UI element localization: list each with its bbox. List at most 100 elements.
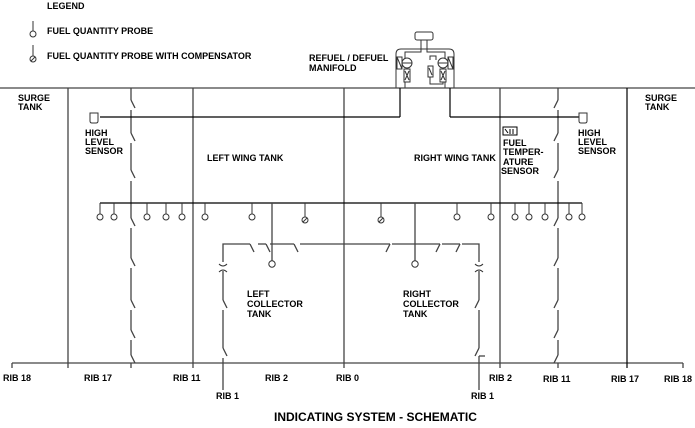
probe-icon (178, 213, 186, 221)
rib-label-right-1: RIB 1 (471, 391, 494, 401)
probe-icon (525, 213, 533, 221)
right-high-level-sensor-label-3: SENSOR (578, 146, 617, 156)
rib-break-mark (130, 132, 136, 142)
rib-break-mark (130, 354, 136, 364)
right-wing-tank-label: RIGHT WING TANK (414, 153, 496, 163)
rib-break-mark (553, 299, 559, 309)
probe-icon (201, 213, 209, 221)
rib-label-right-11: RIB 11 (543, 374, 571, 384)
left-high-level-sensor-icon (89, 112, 99, 124)
rib-break-mark (130, 257, 136, 267)
right-collector-label-1: RIGHT (403, 289, 432, 299)
rib-label-right-18: RIB 18 (664, 374, 692, 384)
break-mark (474, 347, 480, 357)
rib-label-left-18: RIB 18 (3, 373, 31, 383)
manifold-label-line2: MANIFOLD (309, 63, 357, 73)
rib-label-left-17: RIB 17 (84, 373, 112, 383)
rib-break-mark (553, 217, 559, 227)
probe-icon (487, 213, 495, 221)
legend-title: LEGEND (47, 1, 85, 11)
collector-tank-outline (218, 203, 485, 390)
fuel-temperature-sensor-icon (502, 126, 518, 136)
flapper-valve-icon (218, 269, 228, 273)
probe-icon (578, 213, 586, 221)
probe-icon (565, 213, 573, 221)
rib-break-mark (130, 299, 136, 309)
flapper-valve-icon (474, 269, 484, 273)
probe-icon (143, 213, 151, 221)
break-mark (249, 243, 255, 253)
break-mark (474, 299, 480, 309)
left-high-level-sensor-label-3: SENSOR (85, 146, 124, 156)
collector-top-right (462, 243, 480, 262)
left-wing-tank-label: LEFT WING TANK (207, 153, 284, 163)
break-mark (265, 243, 271, 253)
fuel-temp-sensor-label-1: FUEL (503, 138, 527, 148)
flapper-valve-icon (474, 263, 484, 267)
legend-probe-compensator-icon (29, 45, 37, 63)
left-high-level-sensor-label-1: HIGH (85, 128, 108, 138)
rib-break-mark (553, 169, 559, 179)
refuel-defuel-manifold: REFUEL / DEFUEL MANIFOLD (309, 31, 455, 88)
left-collector-probe-icon (268, 260, 276, 268)
probe-icon (248, 213, 256, 221)
rib-label-right-2: RIB 2 (489, 373, 512, 383)
break-mark (222, 299, 228, 309)
rib-broken-right (553, 88, 559, 368)
rib-broken-left (130, 88, 136, 368)
compensator-mark (302, 217, 308, 223)
right-surge-tank-label-2: TANK (645, 102, 670, 112)
break-mark (222, 347, 228, 357)
left-collector-label-1: LEFT (247, 289, 270, 299)
left-collector-label-2: COLLECTOR (247, 299, 303, 309)
fuel-temp-sensor-label-4: SENSOR (501, 166, 540, 176)
flapper-valve-icon (218, 263, 228, 267)
rib-label-left-1: RIB 1 (216, 391, 239, 401)
probe-icon (110, 213, 118, 221)
compensator-mark (378, 217, 384, 223)
legend-probe-icon (29, 21, 37, 38)
rib-break-mark (130, 169, 136, 179)
right-high-level-sensor-label-1: HIGH (578, 128, 601, 138)
left-surge-tank-label-1: SURGE (18, 93, 50, 103)
break-mark (455, 243, 461, 253)
rib-break-mark (553, 329, 559, 339)
left-high-level-sensor-label-2: LEVEL (85, 137, 115, 147)
manifold-label-line1: REFUEL / DEFUEL (309, 53, 389, 63)
fuel-temp-sensor-label-3: ATURE (503, 157, 533, 167)
probe-icon (453, 213, 461, 221)
left-collector-label-3: TANK (247, 309, 272, 319)
rib-break-mark (553, 257, 559, 267)
probe-icon (511, 213, 519, 221)
diagram-title: INDICATING SYSTEM - SCHEMATIC (274, 410, 477, 424)
legend: LEGEND FUEL QUANTITY PROBE FUEL QUANTITY… (29, 1, 252, 63)
rib-break-mark (553, 99, 559, 109)
right-high-level-sensor-label-2: LEVEL (578, 137, 608, 147)
fuel-temp-sensor-label-2: TEMPER- (503, 147, 544, 157)
probe-icon (96, 213, 104, 221)
legend-probe-label: FUEL QUANTITY PROBE (47, 26, 153, 36)
probe-icon (162, 213, 170, 221)
rib-break-mark (130, 99, 136, 109)
legend-probe-compensator-label: FUEL QUANTITY PROBE WITH COMPENSATOR (47, 51, 252, 61)
rib-label-left-2: RIB 2 (265, 373, 288, 383)
rib-label-0: RIB 0 (336, 373, 359, 383)
rib-break-mark (553, 132, 559, 142)
rib-label-right-17: RIB 17 (611, 374, 639, 384)
rib-break-mark (130, 217, 136, 227)
rib-lines (11, 88, 684, 368)
rib-label-left-11: RIB 11 (173, 373, 201, 383)
break-mark (435, 243, 441, 253)
right-collector-probe-icon (411, 260, 419, 268)
collector-top-left (222, 243, 250, 262)
break-mark (293, 243, 299, 253)
probe-group (96, 203, 586, 224)
break-mark (385, 243, 391, 253)
high-level-sensor-wiring (100, 88, 579, 118)
rib-break-mark (130, 329, 136, 339)
left-surge-tank-label-2: TANK (18, 102, 43, 112)
right-surge-tank-label-1: SURGE (645, 93, 677, 103)
right-high-level-sensor-icon (578, 112, 588, 124)
right-collector-label-2: COLLECTOR (403, 299, 459, 309)
probe-icon (541, 213, 549, 221)
